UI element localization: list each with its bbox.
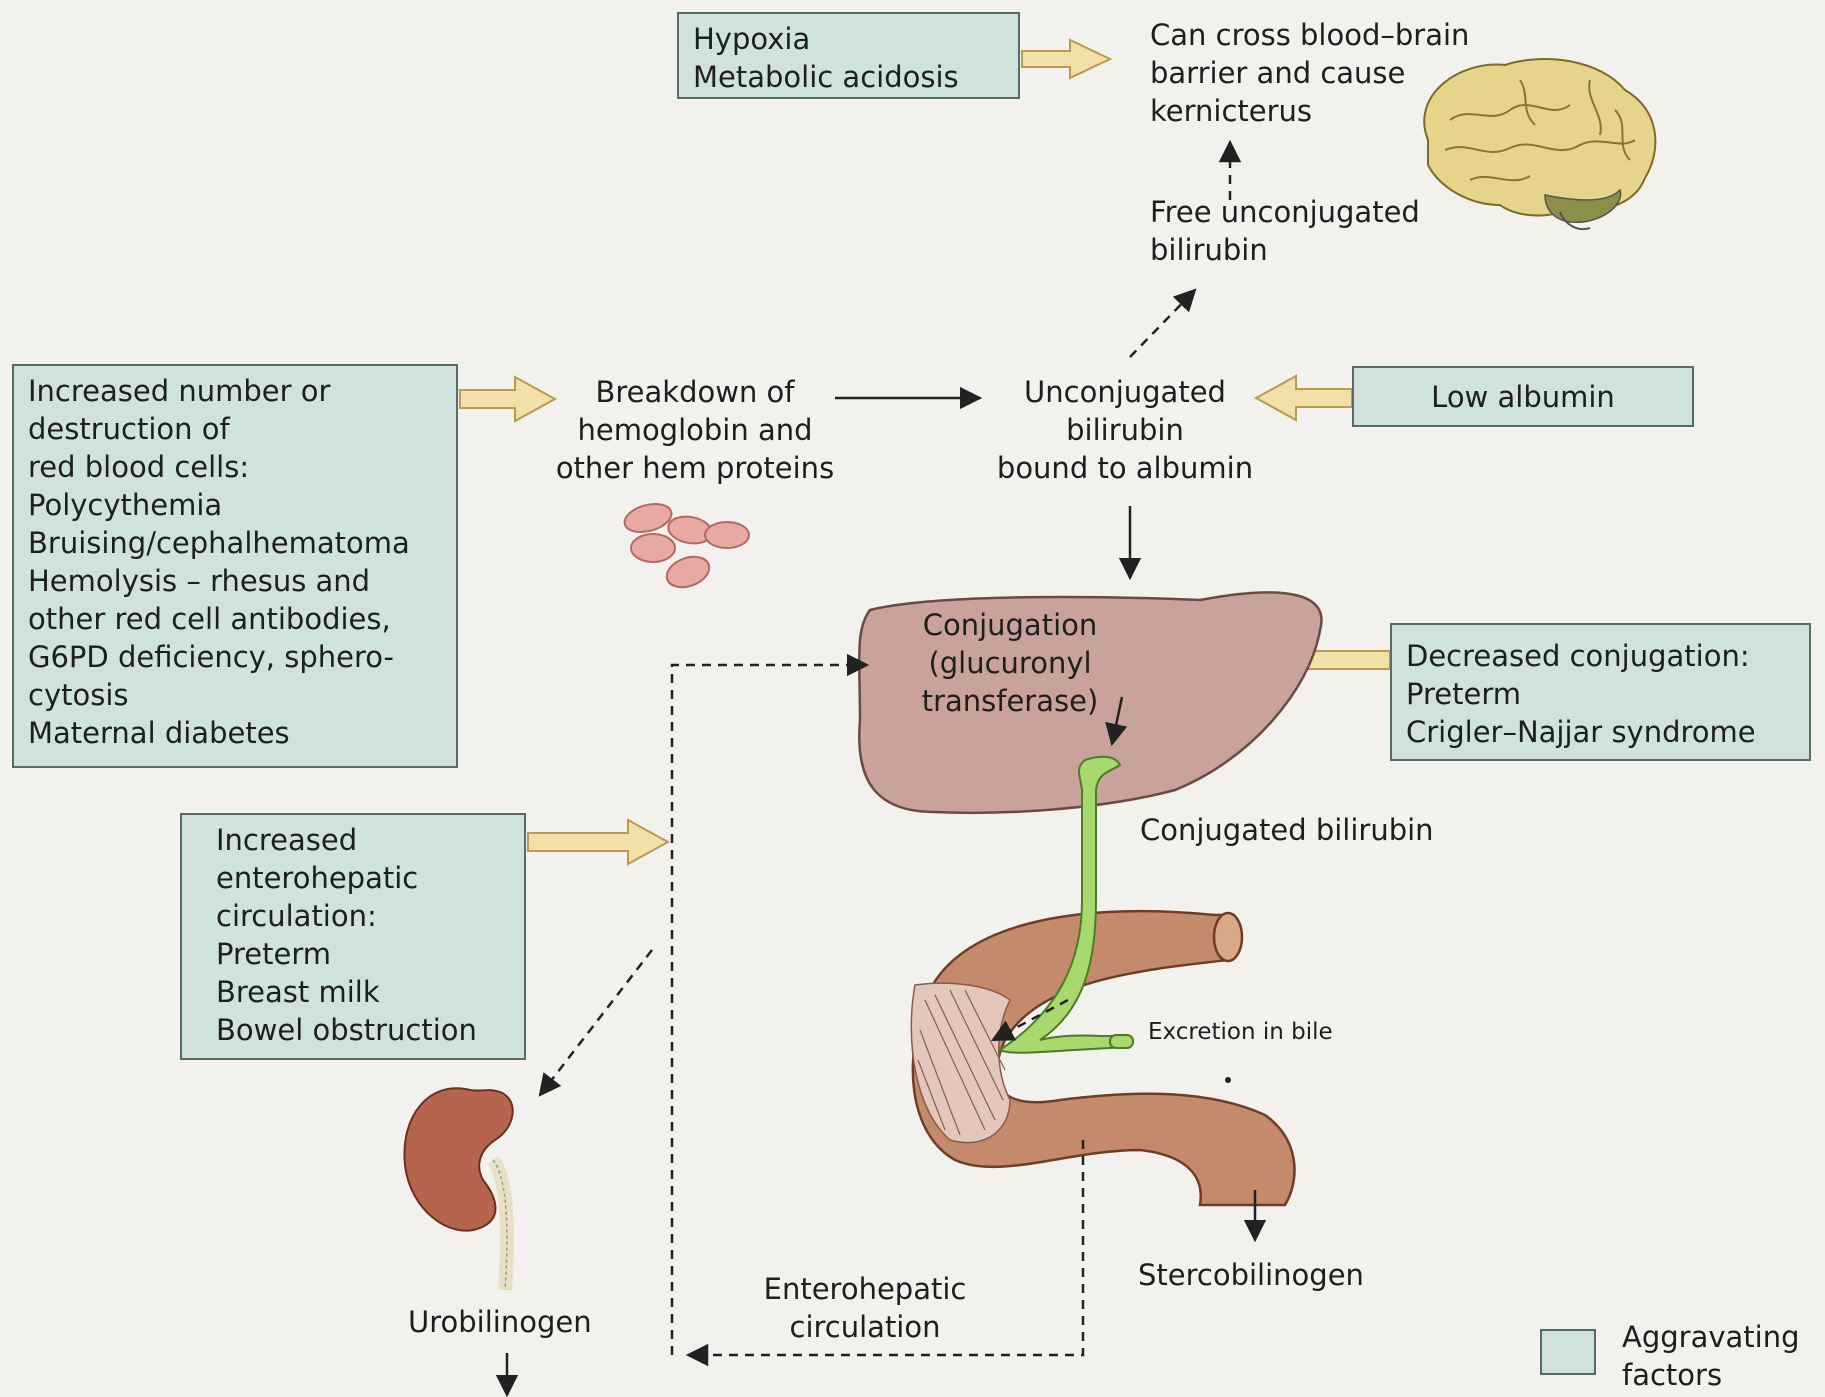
conjugated-bilirubin-label: Conjugated bilirubin xyxy=(1140,811,1434,849)
solid-arrows xyxy=(507,398,1255,1395)
breakdown-label: Breakdown of hemoglobin and other hem pr… xyxy=(545,373,845,487)
rbc-line: Increased number or xyxy=(28,372,442,410)
decreased-conjugation-line: Crigler–Najjar syndrome xyxy=(1406,713,1795,751)
enterohepatic-arrow xyxy=(528,820,668,864)
metabolic-acidosis-line: Metabolic acidosis xyxy=(693,58,1004,96)
decreased-conjugation-line: Decreased conjugation: xyxy=(1406,637,1795,675)
enterohepatic-factor-box: Increased enterohepatic circulation: Pre… xyxy=(180,813,526,1060)
low-albumin-factor-box: Low albumin xyxy=(1352,366,1694,427)
decreased-conjugation-line: Preterm xyxy=(1406,675,1795,713)
conjugation-label: Conjugation (glucuronyl transferase) xyxy=(905,606,1115,720)
free-unconjugated-label: Free unconjugated bilirubin xyxy=(1150,193,1420,269)
rbc-line: Maternal diabetes xyxy=(28,714,442,752)
low-albumin-line: Low albumin xyxy=(1368,378,1678,416)
rbc-line: cytosis xyxy=(28,676,442,714)
red-blood-cells-icon xyxy=(621,499,749,592)
enterohepatic-line: Breast milk xyxy=(216,973,510,1011)
enterohepatic-line: Preterm xyxy=(216,935,510,973)
rbc-line: other red cell antibodies, xyxy=(28,600,442,638)
legend: Aggravating factors xyxy=(1540,1318,1820,1394)
enterohepatic-circulation-label: Enterohepatic circulation xyxy=(730,1270,1000,1346)
rbc-line: Bruising/cephalhematoma xyxy=(28,524,442,562)
urobilinogen-label: Urobilinogen xyxy=(408,1303,592,1341)
kernicterus-label: Can cross blood–brain barrier and cause … xyxy=(1150,16,1469,130)
kidney-icon xyxy=(404,1088,512,1290)
enterohepatic-line: enterohepatic xyxy=(216,859,510,897)
unconjugated-to-free-arrow xyxy=(1130,290,1195,357)
enterohepatic-to-kidney-arrow xyxy=(540,950,652,1095)
rbc-line: Hemolysis – rhesus and xyxy=(28,562,442,600)
intestine-icon xyxy=(911,911,1294,1205)
legend-swatch xyxy=(1540,1329,1596,1375)
rbc-line: Polycythemia xyxy=(28,486,442,524)
enterohepatic-line: Bowel obstruction xyxy=(216,1011,510,1049)
decreased-conjugation-factor-box: Decreased conjugation: Preterm Crigler–N… xyxy=(1390,623,1811,761)
rbc-line: destruction of xyxy=(28,410,442,448)
enterohepatic-loop-top xyxy=(672,665,867,1355)
excretion-in-bile-label: Excretion in bile xyxy=(1148,1017,1333,1047)
hypoxia-arrow xyxy=(1022,40,1110,78)
hypoxia-factor-box: Hypoxia Metabolic acidosis xyxy=(677,12,1020,99)
rbc-line: G6PD deficiency, sphero- xyxy=(28,638,442,676)
stercobilinogen-label: Stercobilinogen xyxy=(1138,1256,1364,1294)
enterohepatic-line: Increased xyxy=(216,821,510,859)
enterohepatic-line: circulation: xyxy=(216,897,510,935)
hypoxia-line: Hypoxia xyxy=(693,20,1004,58)
legend-label: Aggravating factors xyxy=(1622,1318,1800,1394)
rbc-arrow xyxy=(460,377,555,421)
unconjugated-bound-label: Unconjugated bilirubin bound to albumin xyxy=(975,373,1275,487)
speck xyxy=(1225,1077,1231,1083)
rbc-line: red blood cells: xyxy=(28,448,442,486)
rbc-factor-box: Increased number or destruction of red b… xyxy=(12,364,458,768)
